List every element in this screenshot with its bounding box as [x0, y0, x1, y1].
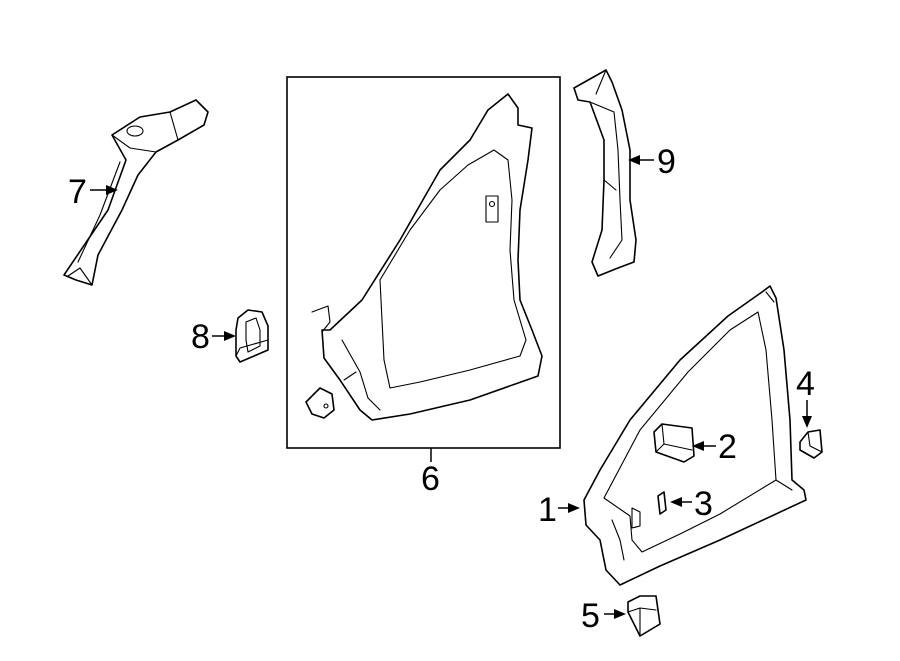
- part-3-plate: [657, 491, 667, 515]
- callout-4-label: 4: [796, 365, 815, 403]
- callout-9-label: 9: [657, 143, 676, 181]
- callout-3: 3: [670, 485, 713, 523]
- part-5-bracket: [627, 595, 661, 637]
- part-9-pillar-reinforcement: [573, 69, 637, 277]
- callout-2-label: 2: [718, 428, 737, 466]
- callout-1: 1: [538, 491, 580, 529]
- callout-8: 8: [191, 318, 236, 356]
- part-6-inner-pillar-assembly: [305, 93, 543, 421]
- part-2-bracket: [653, 423, 695, 463]
- callout-5: 5: [581, 597, 626, 635]
- part-4-clip: [799, 429, 823, 459]
- callout-7-label: 7: [68, 173, 87, 211]
- part-6-frame: [286, 76, 561, 449]
- part-1-body-side-panel: [583, 285, 807, 586]
- part-7-a-pillar-reinforcement: [63, 99, 209, 286]
- callout-6: 6: [421, 448, 440, 498]
- part-8-bracket: [235, 309, 269, 363]
- callout-7: 7: [68, 173, 118, 211]
- callout-6-label: 6: [421, 460, 440, 498]
- callout-2: 2: [692, 428, 737, 466]
- callout-9: 9: [628, 143, 676, 181]
- callout-3-label: 3: [694, 485, 713, 523]
- callout-1-label: 1: [538, 491, 557, 529]
- callout-5-label: 5: [581, 597, 600, 635]
- callout-4: 4: [796, 365, 815, 428]
- callout-8-label: 8: [191, 318, 210, 356]
